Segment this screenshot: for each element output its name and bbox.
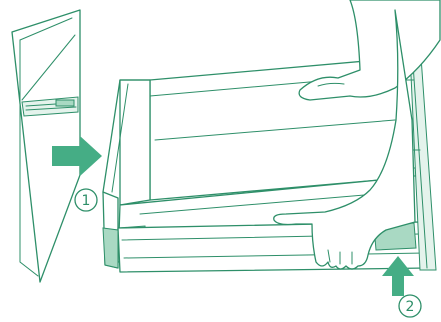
callout-1-label: 1 [82, 193, 91, 209]
arrow-right-icon [52, 136, 102, 176]
callout-1: 1 [75, 189, 97, 211]
callout-2-label: 2 [406, 299, 415, 315]
cabinet-runner-rail [22, 97, 78, 116]
callout-2: 2 [399, 295, 421, 317]
